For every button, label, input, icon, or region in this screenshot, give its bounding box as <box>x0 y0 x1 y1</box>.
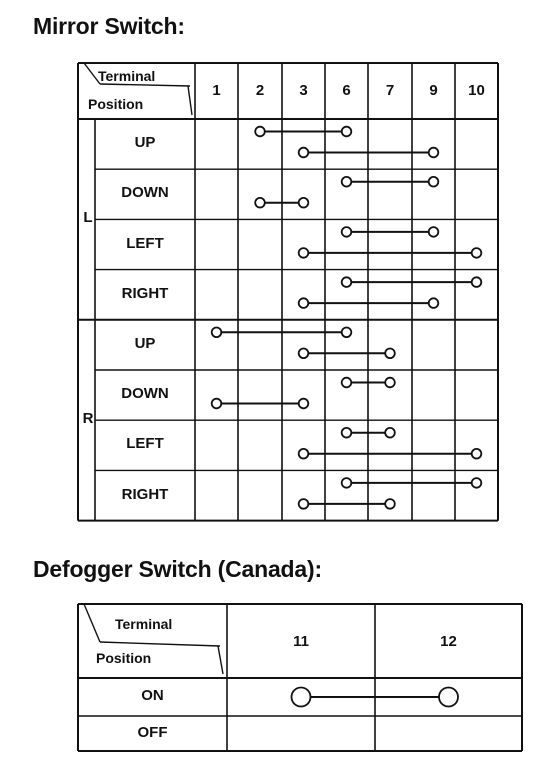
terminal-circle-3 <box>297 247 310 259</box>
terminal-circle-9 <box>427 146 440 159</box>
terminal-circle-3 <box>297 196 310 209</box>
terminal-circle-6 <box>340 175 353 188</box>
corner-position-label: Position <box>96 650 152 666</box>
corner-terminal-label: Terminal <box>115 616 173 632</box>
mirror-switch-title: Mirror Switch: <box>33 13 185 39</box>
header-diagonal <box>83 62 101 85</box>
terminal-circle-2 <box>254 125 266 138</box>
position-off: OFF <box>137 723 168 741</box>
terminal-circle-3 <box>297 347 310 360</box>
terminal-circle-10 <box>470 247 483 259</box>
terminal-circle-6 <box>340 326 353 339</box>
position-l-left: LEFT <box>126 234 164 252</box>
terminal-header-1: 1 <box>212 82 221 99</box>
terminal-circle-9 <box>427 175 440 188</box>
terminal-circle-3 <box>297 397 310 410</box>
header-diagonal <box>83 603 101 643</box>
terminal-header-9: 9 <box>429 82 438 99</box>
terminal-circle-7 <box>384 376 396 389</box>
terminal-circle-7 <box>384 347 396 360</box>
terminal-circle-7 <box>384 498 396 510</box>
position-r-right: RIGHT <box>121 485 169 503</box>
terminal-header-11: 11 <box>293 633 309 650</box>
terminal-circle-3 <box>297 448 310 460</box>
terminal-circle-1 <box>210 397 223 410</box>
terminal-circle-1 <box>210 326 223 339</box>
position-r-down: DOWN <box>121 385 169 403</box>
terminal-header-3: 3 <box>299 82 308 99</box>
terminal-header-12: 12 <box>440 633 457 650</box>
header-diagonal <box>99 641 221 647</box>
position-on: ON <box>141 687 164 704</box>
terminal-circle-9 <box>427 297 440 309</box>
terminal-circle-7 <box>384 427 396 439</box>
terminal-header-7: 7 <box>385 82 395 99</box>
position-r-left: LEFT <box>126 435 164 453</box>
terminal-header-6: 6 <box>342 82 351 99</box>
terminal-circle-3 <box>297 498 310 510</box>
terminal-circle-6 <box>340 427 353 439</box>
terminal-circle-3 <box>297 297 310 309</box>
terminal-circle-11 <box>290 686 312 708</box>
terminal-header-10: 10 <box>468 82 485 99</box>
terminal-circle-6 <box>340 477 353 489</box>
group-label-L: L <box>83 209 93 227</box>
terminal-circle-6 <box>340 125 353 138</box>
terminal-circle-10 <box>470 448 483 460</box>
position-l-up: UP <box>134 134 156 152</box>
header-diagonal <box>187 85 193 116</box>
corner-position-label: Position <box>88 96 144 112</box>
terminal-circle-2 <box>254 196 266 209</box>
terminal-circle-9 <box>427 226 440 238</box>
position-r-up: UP <box>134 334 156 352</box>
position-l-down: DOWN <box>121 184 169 202</box>
defogger-switch-title: Defogger Switch (Canada): <box>33 556 322 582</box>
terminal-circle-6 <box>340 226 353 238</box>
header-diagonal <box>99 83 191 87</box>
terminal-circle-6 <box>340 376 353 389</box>
terminal-header-2: 2 <box>255 82 265 99</box>
terminal-circle-12 <box>438 686 459 708</box>
group-label-R: R <box>82 410 94 428</box>
position-l-right: RIGHT <box>121 284 169 302</box>
terminal-circle-6 <box>340 276 353 288</box>
terminal-circle-10 <box>470 477 483 489</box>
terminal-circle-10 <box>470 276 483 288</box>
header-diagonal <box>217 645 224 675</box>
corner-terminal-label: Terminal <box>98 68 156 84</box>
terminal-circle-3 <box>297 146 310 159</box>
